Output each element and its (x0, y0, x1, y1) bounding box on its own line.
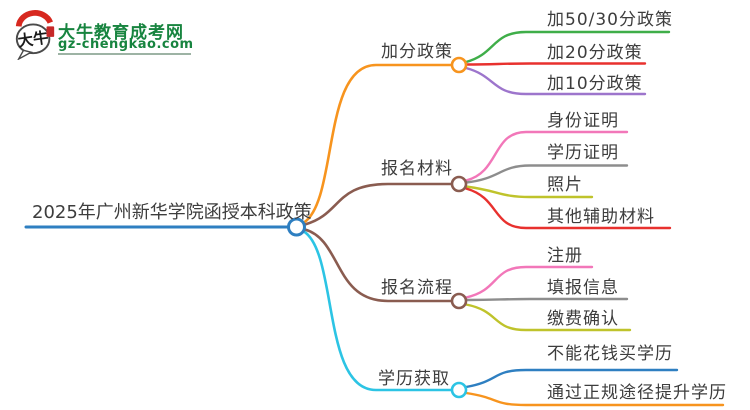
leaf-line-fill-info (464, 297, 629, 302)
leaf-label-10-policy: 加10分政策 (547, 74, 643, 94)
leaf-line-50-30-policy (464, 30, 671, 64)
leaf-label-formal-channel: 通过正规途径提升学历 (547, 383, 727, 403)
logo-underline (58, 53, 191, 55)
logo-domain: gz-chengkao.com (58, 37, 194, 52)
branch-line-bonus-policy (302, 63, 454, 224)
branch-line-materials (303, 182, 454, 226)
root-node-label: 2025年广州新华学院函授本科政策 (32, 202, 312, 223)
leaf-line-formal-channel (464, 391, 725, 407)
leaf-line-no-buying-degree (464, 368, 679, 389)
leaf-label-no-buying-degree: 不能花钱买学历 (547, 344, 673, 364)
logo-red-arc (15, 10, 54, 27)
logo-speech-bubble (15, 23, 51, 55)
branch-label-degree: 学历获取 (378, 369, 450, 389)
logo-bubble-tail (17, 49, 34, 60)
leaf-label-20-policy: 加20分政策 (547, 43, 643, 63)
leaf-line-edu-proof (464, 164, 629, 184)
root-node-circle (287, 217, 306, 237)
branch-line-process (303, 228, 454, 303)
leaf-line-photo (464, 185, 594, 199)
leaf-label-register: 注册 (547, 246, 583, 266)
logo-seal (46, 26, 55, 37)
logo-icon-text: 大牛 (17, 29, 50, 51)
leaf-label-fill-info: 填报信息 (547, 278, 619, 298)
leaf-label-pay-confirm: 缴费确认 (547, 309, 619, 329)
branch-node-circle-degree (450, 381, 468, 399)
leaf-line-id-proof (464, 130, 629, 182)
branch-node-circle-bonus (450, 56, 468, 74)
leaf-line-pay-confirm (464, 303, 632, 332)
branch-label-process: 报名流程 (381, 278, 453, 298)
leaf-label-50-30-policy: 加50/30分政策 (547, 10, 673, 30)
leaf-label-photo: 照片 (547, 175, 583, 195)
logo-title: 大牛教育成考网 (58, 23, 184, 43)
leaf-label-other-materials: 其他辅助材料 (547, 207, 655, 227)
leaf-line-10-policy (464, 66, 647, 96)
leaf-line-register (464, 265, 594, 299)
leaf-label-edu-proof: 学历证明 (547, 143, 619, 163)
site-logo[interactable]: 大牛 大牛教育成考网 gz-chengkao.com (12, 8, 197, 60)
daniu-bull-icon: 大牛 (15, 10, 55, 60)
branch-line-degree (302, 230, 454, 392)
branch-node-circle-process (450, 292, 468, 310)
branch-label-materials: 报名材料 (381, 159, 453, 179)
leaf-label-id-proof: 身份证明 (547, 111, 619, 131)
branch-label-bonus-policy: 加分政策 (381, 42, 453, 62)
leaf-line-other-materials (464, 187, 672, 230)
branch-node-circle-materials (450, 175, 468, 193)
leaf-line-20-policy (464, 62, 647, 66)
